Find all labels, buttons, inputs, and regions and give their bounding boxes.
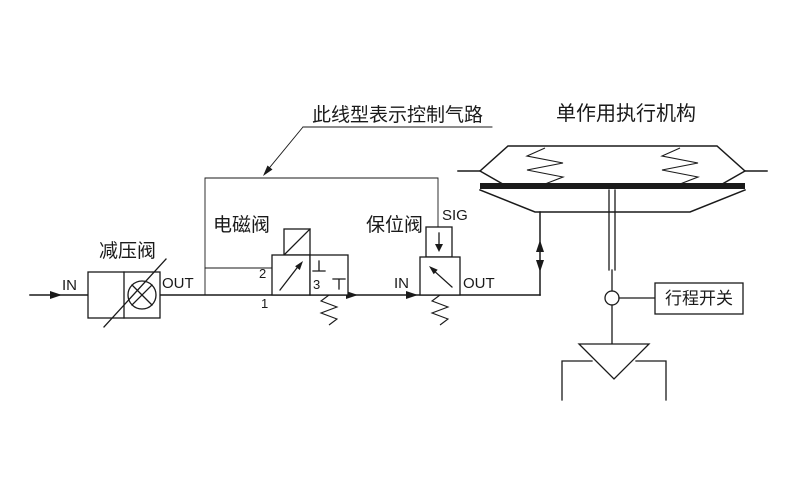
riser-down-arrow-icon: [536, 260, 544, 272]
limit-switch: 行程开关: [618, 282, 744, 315]
solenoid-spring-icon: [319, 294, 339, 326]
main-air-line: IN: [29, 211, 544, 299]
lockup-spring-icon: [430, 294, 450, 326]
solenoid-flow-arrow-line: [279, 263, 301, 291]
reducing-valve-port-icon: [127, 280, 157, 310]
solenoid-blocked-ports-icon: [312, 260, 346, 290]
limit-switch-label: 行程开关: [665, 289, 733, 308]
control-line: [204, 177, 439, 296]
valve-body: [561, 343, 667, 401]
actuator-lower-case: [479, 189, 746, 213]
inlet-in-label: IN: [62, 277, 77, 294]
lockup-sig-label: SIG: [442, 207, 468, 224]
actuator-spring-right-icon: [660, 147, 700, 185]
reducing-valve-cross-icon: [131, 284, 153, 306]
inlet-arrow-icon: [50, 291, 62, 299]
valve-flange-left: [561, 360, 593, 401]
valve-plug-icon: [577, 343, 651, 380]
reducing-valve-adjust-line: [103, 258, 167, 328]
lockup-in-label: IN: [394, 275, 409, 292]
solenoid-valve-label: 电磁阀: [213, 214, 270, 236]
lockup-out-label: OUT: [463, 275, 495, 292]
solenoid-flow-arrow-icon: [295, 261, 303, 270]
annotation-arrow-icon: [263, 165, 273, 176]
lockup-valve: 保位阀 SIG IN OUT: [366, 207, 495, 326]
actuator-top-case: [457, 145, 768, 172]
pressure-reducing-valve: 减压阀 OUT: [87, 240, 194, 328]
actuator-stem: [608, 189, 616, 292]
lockup-valve-label: 保位阀: [366, 214, 423, 236]
limit-switch-box: [654, 282, 744, 315]
reducing-valve-out-label: OUT: [162, 275, 194, 292]
stem-connector-icon: [604, 290, 620, 306]
annotation-leader-line: [265, 126, 304, 173]
riser-up-arrow-icon: [536, 240, 544, 252]
actuator-spring-left-icon: [525, 147, 565, 185]
solenoid-port2-label: 2: [259, 266, 266, 281]
actuator: 单作用执行机构: [457, 102, 768, 345]
lockup-pilot-arrow-icon: [435, 244, 443, 252]
control-line-annotation: 此线型表示控制气路: [263, 104, 493, 176]
annotation-text: 此线型表示控制气路: [312, 104, 483, 126]
valve-flange-right: [635, 360, 667, 401]
control-line-path: [204, 177, 439, 296]
flow-arrow-icon: [406, 291, 418, 299]
solenoid-position-right: [309, 254, 349, 296]
actuator-label: 单作用执行机构: [556, 102, 696, 125]
solenoid-port3-label: 3: [313, 277, 320, 292]
solenoid-port1-label: 1: [261, 296, 268, 311]
solenoid-coil-diagonal: [283, 228, 311, 256]
reducing-valve-label: 减压阀: [99, 240, 156, 262]
solenoid-valve: 电磁阀 2 1 3: [213, 214, 349, 326]
flow-arrow-icon: [346, 291, 358, 299]
lockup-flow-arrow-icon: [429, 266, 438, 275]
